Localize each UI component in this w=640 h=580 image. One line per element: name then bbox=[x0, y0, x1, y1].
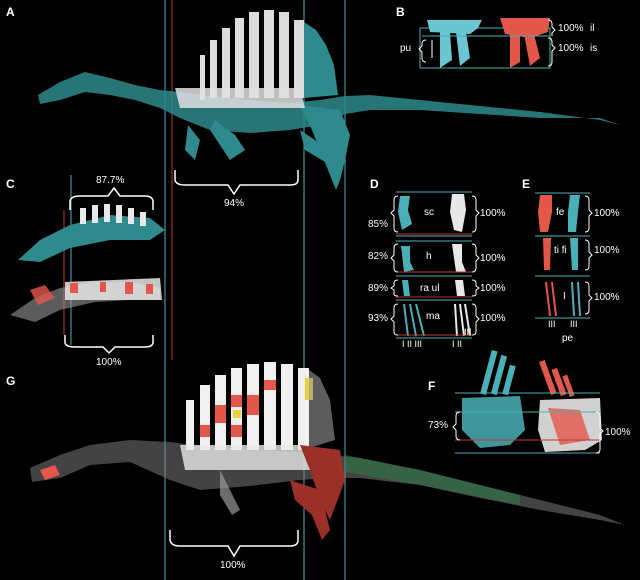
panel-d-digits-left: I II III bbox=[402, 339, 423, 349]
panel-d-forelimb bbox=[396, 191, 472, 339]
panel-b-brackets bbox=[418, 19, 556, 67]
panel-e-fe-right: 100% bbox=[594, 208, 620, 219]
panel-label-e: E bbox=[522, 177, 531, 191]
panel-label-g: G bbox=[6, 374, 16, 388]
panel-a-bracket bbox=[174, 170, 299, 196]
panel-f-right-percent: 100% bbox=[605, 427, 631, 438]
panel-e-brackets bbox=[584, 195, 593, 315]
panel-b-il-percent: 100% bbox=[558, 23, 584, 34]
panel-e-tifi-right: 100% bbox=[594, 245, 620, 256]
panel-e-i-right: 100% bbox=[594, 292, 620, 303]
panel-d-sc-label: sc bbox=[424, 207, 434, 218]
panel-b-il-label: il bbox=[590, 23, 595, 34]
panel-d-raul-right: 100% bbox=[480, 283, 506, 294]
panel-c-bottom-percent: 100% bbox=[96, 357, 122, 368]
panel-d-h-percent: 82% bbox=[368, 251, 389, 262]
panel-f-girdles bbox=[455, 349, 602, 454]
panel-f-brackets bbox=[452, 411, 604, 454]
panel-d-digits-right: I II bbox=[452, 339, 463, 349]
panel-b-is-percent: 100% bbox=[558, 43, 584, 54]
panel-f-left-percent: 73% bbox=[428, 420, 449, 431]
panel-c-skeletons bbox=[10, 204, 165, 322]
panel-d-raul-label: ra ul bbox=[420, 283, 440, 294]
panel-label-b: B bbox=[396, 5, 405, 19]
panel-b-is-label: is bbox=[590, 43, 598, 54]
panel-d-digit-extra: III bbox=[464, 327, 472, 337]
panel-e-digits-right: III bbox=[570, 319, 578, 329]
panel-e-i-label: I bbox=[563, 291, 566, 302]
panel-label-f: F bbox=[428, 379, 436, 393]
panel-d-h-label: h bbox=[426, 251, 432, 262]
panel-e-digits-left: III bbox=[548, 319, 556, 329]
panel-g-bracket bbox=[169, 530, 299, 558]
panel-d-raul-percent: 89% bbox=[368, 283, 389, 294]
panel-e-pe-label: pe bbox=[562, 333, 574, 344]
panel-d-h-right: 100% bbox=[480, 253, 506, 264]
panel-label-d: D bbox=[370, 177, 379, 191]
panel-b-pelvis bbox=[419, 18, 551, 69]
panel-e-fe-label: fe bbox=[556, 207, 565, 218]
panel-b-pu-label: pu bbox=[400, 43, 412, 54]
panel-a-percent: 94% bbox=[224, 198, 245, 209]
panel-c-bottom-bracket bbox=[64, 335, 154, 355]
panel-c-top-percent: 87.7% bbox=[96, 175, 125, 186]
panel-label-a: A bbox=[6, 5, 15, 19]
panel-d-ma-right: 100% bbox=[480, 313, 506, 324]
panel-label-c: C bbox=[6, 177, 15, 191]
panel-g-skeleton bbox=[30, 362, 625, 540]
panel-d-sc-right: 100% bbox=[480, 208, 506, 219]
panel-c-top-bracket bbox=[69, 186, 154, 210]
panel-d-sc-percent: 85% bbox=[368, 219, 389, 230]
panel-e-tifi-label: ti fi bbox=[554, 245, 567, 256]
panel-d-ma-percent: 93% bbox=[368, 313, 389, 324]
panel-e-hindlimb bbox=[535, 192, 590, 319]
panel-d-brackets bbox=[390, 195, 480, 336]
panel-d-ma-label: ma bbox=[426, 311, 440, 322]
panel-g-percent: 100% bbox=[220, 560, 246, 571]
panel-a-skeleton bbox=[38, 10, 620, 190]
